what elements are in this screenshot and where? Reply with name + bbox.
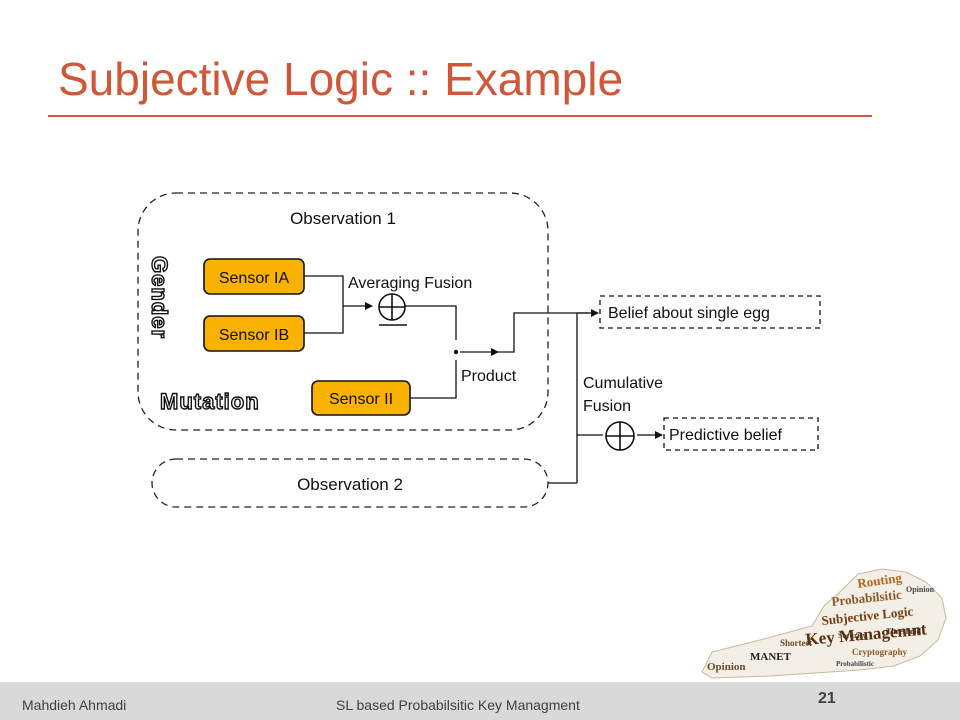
footer-author: Mahdieh Ahmadi	[22, 697, 127, 713]
observation1-label: Observation 1	[290, 209, 396, 228]
sensor-ii-label: Sensor II	[329, 391, 393, 408]
slide-title: Subjective Logic :: Example	[58, 53, 624, 105]
wordcloud-word: Shortest	[780, 638, 812, 648]
predictive-belief-label: Predictive belief	[669, 427, 783, 444]
cumulative-label: Cumulative	[583, 375, 663, 392]
wordcloud-word: Routing	[856, 570, 903, 591]
belief-single-egg-box	[599, 295, 821, 329]
gender-label: Gender	[147, 256, 172, 339]
product-output-connector	[498, 312, 589, 353]
belief-single-egg-label: Belief about single egg	[608, 305, 770, 322]
wordcloud-word: Threshold	[886, 627, 922, 636]
footer-course-title: SL based Probabilsitic Key Managment	[336, 697, 580, 713]
sensor-ia-label: Sensor IA	[219, 270, 290, 287]
wordcloud-word: Probabilsitic	[831, 587, 903, 609]
footer-bar	[0, 682, 960, 720]
wordcloud-word: Opinion	[707, 661, 746, 673]
wordcloud-word: Probabilistic	[836, 660, 874, 668]
wordcloud-word: Security	[838, 631, 866, 640]
cumulative-connectors	[548, 309, 663, 484]
cumulative-fusion-operator-icon	[605, 421, 635, 451]
observation2-label: Observation 2	[297, 475, 403, 494]
predictive-belief-box	[663, 417, 819, 451]
product-operator-dot	[453, 349, 459, 355]
fusion-label: Fusion	[583, 398, 631, 415]
wordcloud-word: Opinion	[906, 585, 935, 594]
page-number: 21	[818, 690, 836, 707]
product-label: Product	[461, 368, 517, 385]
averaging-connectors	[304, 275, 373, 334]
wordcloud-word: Cryptography	[852, 647, 908, 657]
sensor-ib-label: Sensor IB	[219, 327, 289, 344]
averaging-fusion-label: Averaging Fusion	[348, 275, 472, 292]
mutation-label: Mutation	[160, 389, 260, 414]
key-shape-icon	[701, 568, 947, 679]
product-connectors	[405, 305, 499, 399]
wordcloud-word: MANET	[750, 651, 792, 663]
averaging-fusion-operator-icon	[378, 293, 407, 326]
title-divider	[48, 115, 872, 117]
observation1-container	[137, 192, 549, 431]
